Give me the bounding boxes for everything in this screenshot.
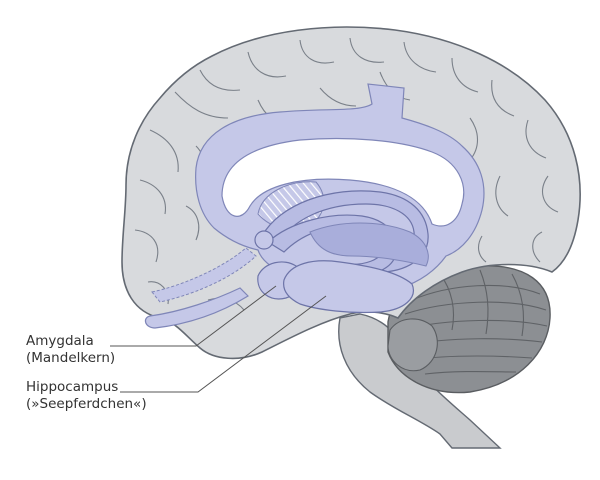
hippocampus — [283, 260, 414, 314]
anterior-commissure — [254, 230, 274, 250]
optic-nerve — [144, 287, 249, 329]
amygdala-label-line2: (Mandelkern) — [26, 350, 116, 366]
amygdala-label-line1: Amygdala — [26, 333, 94, 349]
cerebellum-folia — [401, 269, 548, 375]
hippocampus-label-line2: (»Seepferdchen«) — [26, 396, 147, 412]
amygdala-label: Amygdala (Mandelkern) — [26, 333, 115, 367]
olfactory-tract — [151, 247, 257, 303]
hippocampus-label: Hippocampus (»Seepferdchen«) — [26, 379, 147, 413]
leader-lines — [110, 285, 327, 393]
hippocampus-leader-line — [120, 295, 327, 393]
cortex-sulci — [134, 37, 559, 311]
amygdala-leader-line — [110, 285, 277, 347]
corpus-callosum — [221, 137, 465, 227]
pons — [387, 318, 438, 372]
hippocampus-label-line1: Hippocampus — [26, 379, 119, 395]
lateral-ventricle — [309, 222, 429, 267]
